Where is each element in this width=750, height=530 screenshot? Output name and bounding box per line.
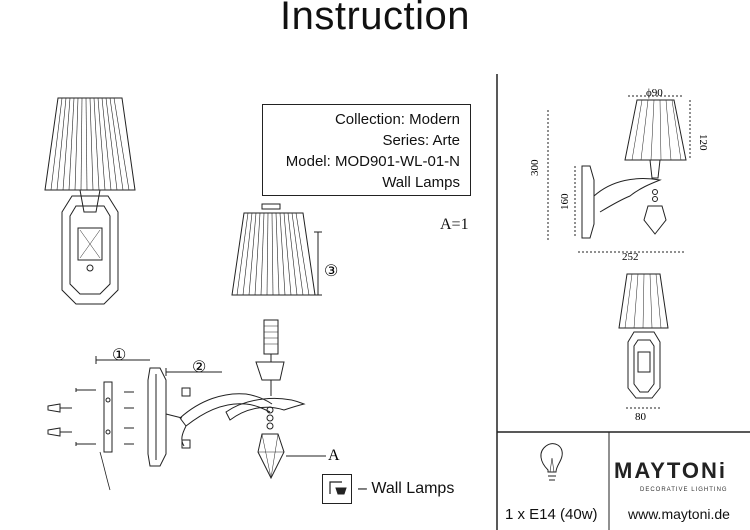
front-backplate <box>61 195 119 305</box>
scale-label: A=1 <box>440 216 469 233</box>
product-type-label: Wall Lamps <box>382 174 460 191</box>
model-label: Model: MOD901-WL-01-N <box>285 153 460 170</box>
callout-detail-a: A <box>328 447 340 464</box>
dim-front-width: 80 <box>635 411 647 423</box>
bulb-spec: 1 x E14 (40w) <box>505 506 598 523</box>
side-view-lamp <box>547 95 691 253</box>
exploded-arm <box>179 393 326 480</box>
brand-logo: MAYTONi <box>614 458 728 483</box>
dim-total-height: 300 <box>529 159 541 176</box>
brand-url: www.maytoni.de <box>628 506 730 522</box>
exploded-shade <box>231 203 322 296</box>
callout-step-3: ③ <box>324 263 338 280</box>
collection-label: Collection: Modern <box>334 111 460 128</box>
mounting-bracket <box>103 381 113 453</box>
dim-backplate-height: 160 <box>559 193 571 210</box>
screws-and-anchors <box>47 387 191 491</box>
exploded-backplate <box>147 367 183 467</box>
front-view-small <box>618 273 669 409</box>
exploded-socket <box>255 319 285 396</box>
callout-step-1: ① <box>112 347 126 364</box>
brand-tagline: DECORATIVE LIGHTING <box>640 487 728 493</box>
dim-width: 252 <box>622 251 639 263</box>
dim-shade-height: 120 <box>697 134 709 151</box>
crystal-pendant <box>257 433 285 480</box>
front-shade <box>44 97 136 191</box>
page-title: Instruction <box>279 0 471 38</box>
callout-step-2: ② <box>192 359 206 376</box>
legend-label: – Wall Lamps <box>358 480 455 497</box>
step-indicators <box>95 356 222 376</box>
front-view-lamp <box>44 97 136 305</box>
legend-icon <box>322 474 352 504</box>
product-info-box: Collection: Modern Series: Arte Model: M… <box>262 104 471 196</box>
bulb-icon <box>540 443 563 481</box>
wall-lamp-legend-glyph <box>329 481 347 495</box>
series-label: Series: Arte <box>382 132 460 149</box>
dim-shade-diameter: ϕ90 <box>646 87 663 99</box>
